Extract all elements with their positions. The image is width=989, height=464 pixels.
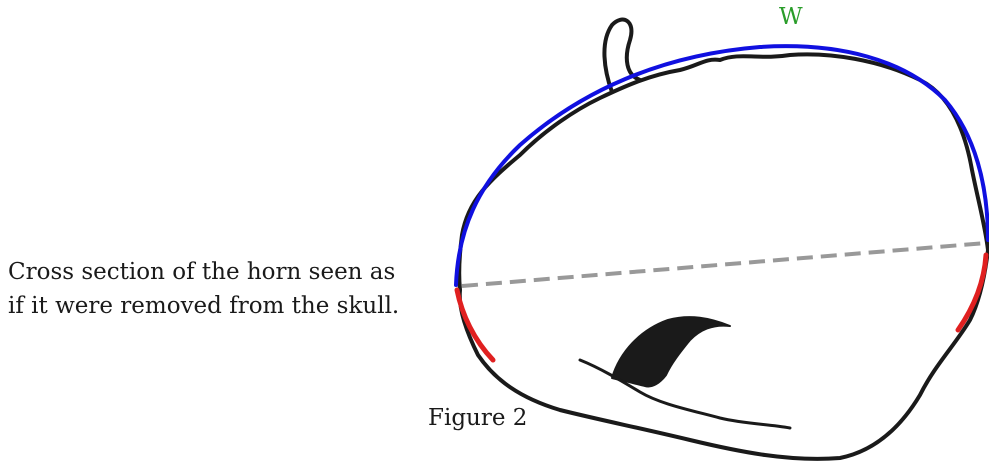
figure-number-label: Figure 2 [428, 405, 527, 431]
caption-line-1: Cross section of the horn seen as [8, 255, 399, 289]
figure-caption: Cross section of the horn seen as if it … [8, 255, 399, 323]
dashed-chord [462, 243, 986, 286]
width-label: W [779, 4, 803, 30]
inner-wavy-line [580, 360, 790, 428]
caption-line-2: if it were removed from the skull. [8, 289, 399, 323]
inner-dark-shape [612, 317, 730, 386]
horn-outline [459, 54, 988, 459]
